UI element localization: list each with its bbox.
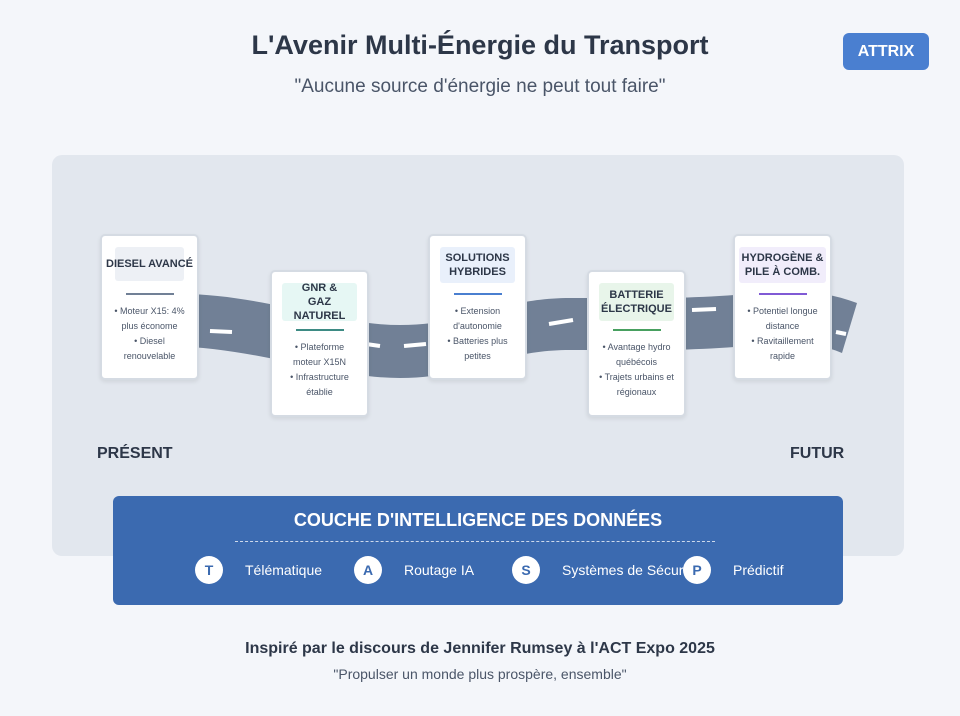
routing-icon: A: [354, 556, 382, 584]
stage-accent-bar: [125, 293, 174, 295]
road-dash: [691, 307, 717, 312]
stage-title: HYDROGÈNE & PILE À COMB.: [739, 247, 826, 283]
stage-bullet: • Batteries plus: [447, 336, 508, 346]
data-layer-item-telematics[interactable]: T Télématique: [195, 556, 322, 584]
page-subtitle: "Aucune source d'énergie ne peut tout fa…: [294, 76, 666, 97]
footer-credit: Inspiré par le discours de Jennifer Rums…: [245, 640, 715, 657]
stage-bullet: • Plateforme: [294, 342, 345, 352]
stage-bullet: • Trajets urbains et: [599, 372, 674, 382]
data-layer-item-predictive[interactable]: P Prédictif: [683, 556, 784, 584]
road-dash: [548, 318, 574, 326]
stage-title: SOLUTIONS HYBRIDES: [440, 247, 515, 283]
stage-bullet: établie: [306, 387, 333, 397]
stage-bullet: plus économe: [121, 321, 178, 331]
stage-bullet: d'autonomie: [453, 321, 502, 331]
data-intelligence-layer: COUCHE D'INTELLIGENCE DES DONNÉES T Télé…: [113, 496, 843, 605]
data-layer-item-label: Télématique: [245, 562, 323, 578]
page-title: L'Avenir Multi-Énergie du Transport: [251, 30, 709, 60]
brand-logo[interactable]: ATTRIX: [843, 33, 929, 70]
stage-accent-bar: [453, 293, 502, 295]
stage-bullet: • Ravitaillement: [751, 336, 814, 346]
data-layer-item-label: Prédictif: [733, 562, 784, 578]
road-dash: [403, 342, 427, 348]
stage-accent-bar: [612, 329, 661, 331]
data-layer-divider: [235, 541, 715, 542]
data-layer-item-routing[interactable]: A Routage IA: [354, 556, 474, 584]
stage-bullet: moteur X15N: [292, 357, 347, 367]
stage-card-gnr[interactable]: GNR & GAZ NATUREL • Plateforme moteur X1…: [270, 270, 369, 417]
stage-card-hydrogen[interactable]: HYDROGÈNE & PILE À COMB. • Potentiel lon…: [733, 234, 832, 380]
predictive-icon: P: [683, 556, 711, 584]
stage-bullet: petites: [464, 351, 491, 361]
stage-bullet: rapide: [769, 351, 796, 361]
stage-bullet: • Moteur X15: 4%: [114, 306, 185, 316]
stage-bullet: • Potentiel longue: [747, 306, 818, 316]
stage-accent-bar: [758, 293, 807, 295]
stage-bullet: distance: [765, 321, 800, 331]
stage-accent-bar: [295, 329, 344, 331]
data-layer-title: COUCHE D'INTELLIGENCE DES DONNÉES: [293, 510, 663, 530]
present-label: PRÉSENT: [97, 445, 173, 462]
stage-bullet: régionaux: [616, 387, 657, 397]
road-dash: [209, 329, 233, 334]
stage-bullet: • Diesel: [134, 336, 165, 346]
road-dash: [835, 330, 847, 336]
stage-title: BATTERIE ÉLECTRIQUE: [599, 283, 674, 321]
data-layer-item-safety[interactable]: S Systèmes de Sécurité: [512, 556, 687, 584]
footer-quote: "Propulser un monde plus prospère, ensem…: [333, 666, 627, 682]
stage-bullet: • Infrastructure: [290, 372, 349, 382]
data-layer-item-label: Routage IA: [404, 562, 475, 578]
telematics-icon: T: [195, 556, 223, 584]
stage-bullet: • Extension: [454, 306, 501, 316]
safety-icon: S: [512, 556, 540, 584]
stage-bullet: québécois: [615, 357, 658, 367]
future-label: FUTUR: [790, 445, 845, 462]
stage-card-hybrid[interactable]: SOLUTIONS HYBRIDES • Extension d'autonom…: [428, 234, 527, 380]
stage-title: GNR & GAZ NATUREL: [282, 282, 357, 322]
stage-bullet: renouvelable: [123, 351, 176, 361]
data-layer-item-label: Systèmes de Sécurité: [562, 562, 687, 578]
stage-card-diesel[interactable]: DIESEL AVANCÉ • Moteur X15: 4% plus écon…: [100, 234, 199, 380]
stage-bullet: • Avantage hydro: [602, 342, 671, 352]
stage-card-battery[interactable]: BATTERIE ÉLECTRIQUE • Avantage hydro qué…: [587, 270, 686, 417]
stage-title: DIESEL AVANCÉ: [106, 247, 193, 281]
